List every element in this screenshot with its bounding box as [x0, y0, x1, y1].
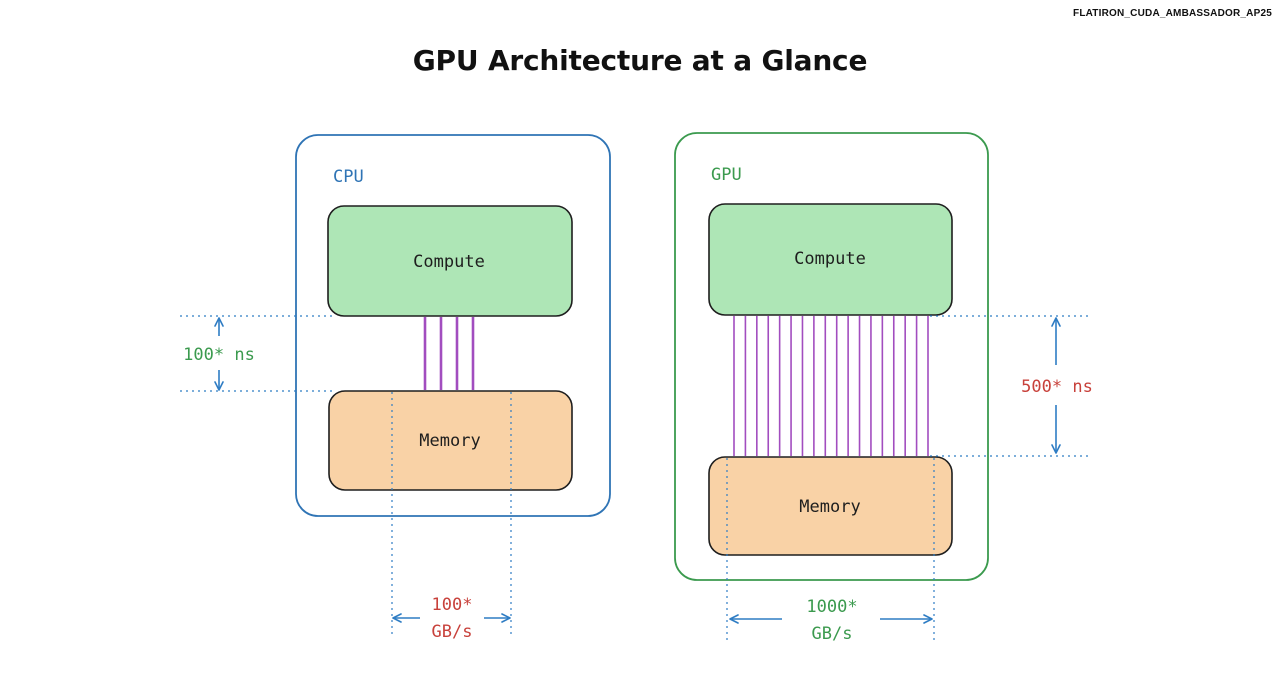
cpu-group: CPU Compute Memory 100* ns 100* GB/s	[180, 134, 611, 642]
gpu-bandwidth-unit: GB/s	[812, 624, 853, 644]
gpu-memory-label: Memory	[799, 497, 860, 517]
gpu-group: GPU Compute Memory 500* ns 1000* GB/s	[674, 132, 1093, 644]
cpu-memory-label: Memory	[419, 431, 480, 451]
cpu-bandwidth-unit: GB/s	[432, 622, 473, 642]
gpu-latency-value: 500* ns	[1021, 377, 1093, 397]
cpu-compute-label: Compute	[413, 252, 485, 272]
gpu-bandwidth-value: 1000*	[806, 597, 857, 617]
gpu-frame	[674, 132, 989, 581]
cpu-compute-block	[327, 205, 573, 317]
gpu-compute-block	[708, 203, 953, 316]
page-title: GPU Architecture at a Glance	[412, 44, 868, 77]
cpu-frame	[295, 134, 611, 517]
gpu-label: GPU	[711, 165, 742, 185]
cpu-bus	[423, 317, 475, 390]
gpu-memory-block	[708, 456, 953, 556]
cpu-label: CPU	[333, 167, 364, 187]
watermark: FLATIRON_CUDA_AMBASSADOR_AP25	[1073, 8, 1272, 19]
gpu-compute-label: Compute	[794, 249, 866, 269]
gpu-bus	[733, 316, 929, 456]
cpu-latency-value: 100* ns	[183, 345, 255, 365]
cpu-bandwidth-value: 100*	[432, 595, 473, 615]
